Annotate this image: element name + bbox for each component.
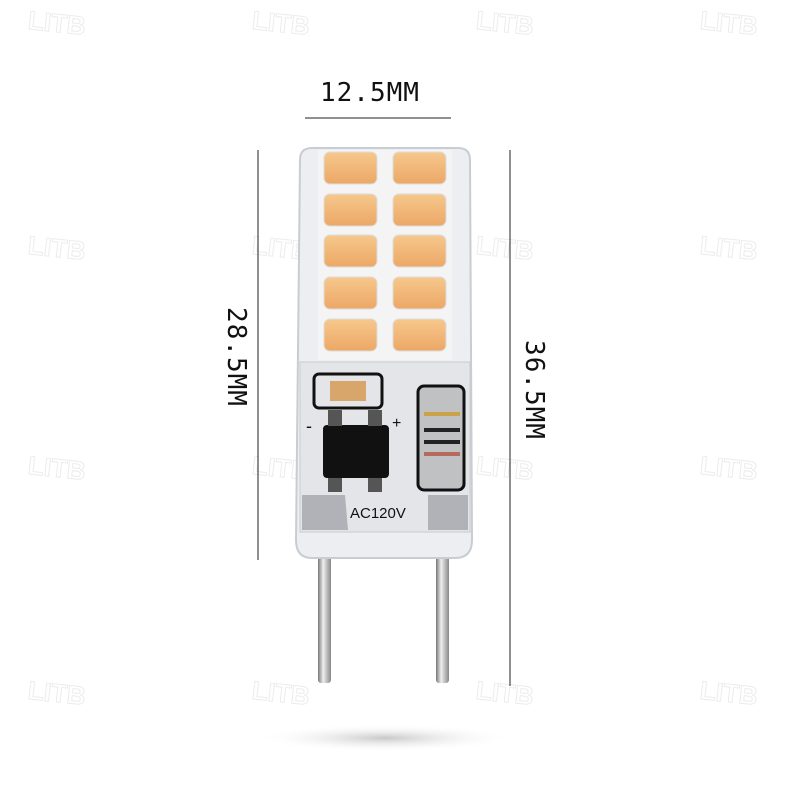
- rectifier-lead: [328, 478, 342, 492]
- led-chip: [323, 234, 378, 268]
- solder-right: [428, 495, 468, 530]
- led-chip: [323, 193, 378, 227]
- capacitor-body: [330, 381, 366, 401]
- resistor: [416, 384, 466, 492]
- resistor-band: [424, 452, 460, 456]
- polarity-plus: +: [392, 415, 401, 432]
- led-chip: [392, 234, 447, 268]
- rectifier-lead: [368, 478, 382, 492]
- solder-left: [302, 495, 348, 530]
- pin-left: [318, 535, 331, 683]
- led-array: [323, 151, 447, 352]
- rectifier-lead: [368, 410, 382, 426]
- rectifier-lead: [328, 410, 342, 426]
- polarity-minus: -: [306, 416, 312, 436]
- led-chip: [392, 276, 447, 310]
- led-chip: [323, 318, 378, 352]
- floor-shadow: [255, 724, 515, 752]
- total-height-label: 36.5MM: [519, 340, 549, 440]
- led-chip: [392, 318, 447, 352]
- resistor-band: [424, 428, 460, 432]
- resistor-band: [424, 412, 460, 416]
- led-chip: [392, 151, 447, 185]
- pcb-voltage-label: AC120V: [350, 505, 406, 522]
- width-label: 12.5MM: [320, 78, 420, 108]
- led-chip: [392, 193, 447, 227]
- led-chip: [323, 276, 378, 310]
- body-height-label: 28.5MM: [221, 307, 251, 407]
- resistor-band: [424, 440, 460, 444]
- capacitor: [312, 372, 384, 410]
- pin-right: [436, 535, 449, 683]
- led-chip: [323, 151, 378, 185]
- rectifier-chip: [323, 425, 389, 478]
